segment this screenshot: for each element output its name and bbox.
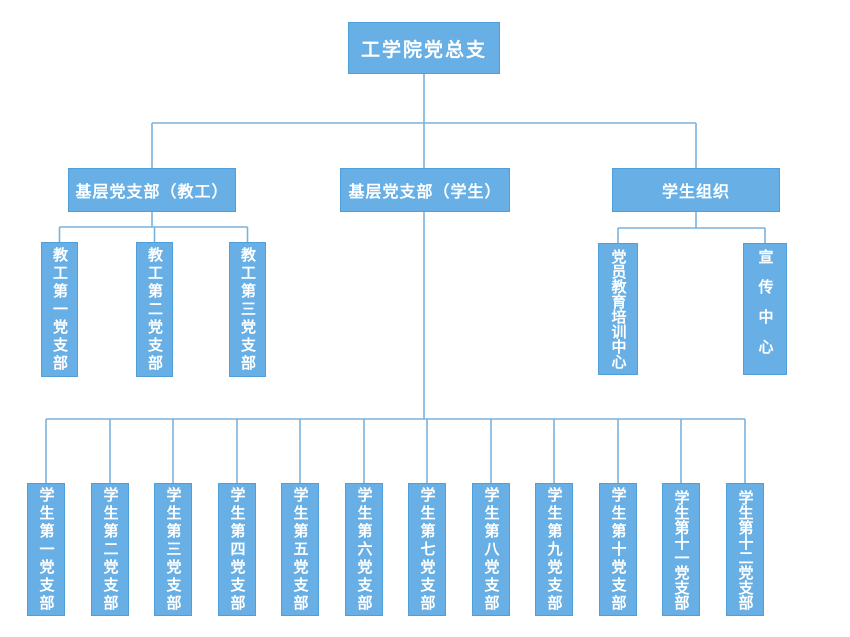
branch-student-org-label: 学生组织 <box>661 184 730 201</box>
student-branch-11-label: 学生第十一党支部 <box>672 489 690 610</box>
leaf-box-student-branch-6: 学生第六党支部 <box>345 483 383 616</box>
student-branch-12-label: 学生第十二党支部 <box>736 489 754 610</box>
branch-box-teachers: 基层党支部（教工） <box>68 168 236 212</box>
student-branch-6-label: 学生第六党支部 <box>355 486 373 613</box>
connector-teachers-branch <box>58 212 249 242</box>
teacher-branch-2-label: 教工第二党支部 <box>146 246 163 373</box>
leaf-box-student-branch-12: 学生第十二党支部 <box>726 483 764 616</box>
leaf-box-student-branch-3: 学生第三党支部 <box>154 483 192 616</box>
leaf-box-student-branch-2: 学生第二党支部 <box>91 483 129 616</box>
branch-box-student-org: 学生组织 <box>612 168 780 212</box>
leaf-box-publicity-center: 宣传中心 <box>743 243 787 375</box>
connector-root-to-branches <box>151 74 697 168</box>
leaf-box-student-branch-5: 学生第五党支部 <box>281 483 319 616</box>
education-training-center-label: 党员教育培训中心 <box>609 249 627 369</box>
root-label: 工学院党总支 <box>360 39 487 61</box>
connector-org-branch <box>617 212 766 243</box>
branch-students-label: 基层党支部（学生） <box>348 184 502 201</box>
connector-students-stubs <box>45 419 746 483</box>
leaf-box-student-branch-11: 学生第十一党支部 <box>662 483 700 616</box>
leaf-box-education-training-center: 党员教育培训中心 <box>598 243 638 375</box>
student-branch-7-label: 学生第七党支部 <box>418 486 436 613</box>
student-branch-9-label: 学生第九党支部 <box>545 486 563 613</box>
student-branch-4-label: 学生第四党支部 <box>228 486 246 613</box>
leaf-box-student-branch-8: 学生第八党支部 <box>472 483 510 616</box>
branch-box-students: 基层党支部（学生） <box>340 168 510 212</box>
leaf-box-teacher-branch-3: 教工第三党支部 <box>229 242 266 377</box>
branch-teachers-label: 基层党支部（教工） <box>75 184 229 201</box>
student-branch-8-label: 学生第八党支部 <box>482 486 500 613</box>
student-branch-10-label: 学生第十党支部 <box>609 486 627 613</box>
student-branch-1-label: 学生第一党支部 <box>37 486 55 613</box>
leaf-box-student-branch-10: 学生第十党支部 <box>599 483 637 616</box>
leaf-box-student-branch-9: 学生第九党支部 <box>535 483 573 616</box>
publicity-center-label: 宣传中心 <box>756 249 774 369</box>
teacher-branch-3-label: 教工第三党支部 <box>239 246 256 373</box>
leaf-box-student-branch-1: 学生第一党支部 <box>27 483 65 616</box>
student-branch-2-label: 学生第二党支部 <box>101 486 119 613</box>
leaf-box-teacher-branch-1: 教工第一党支部 <box>41 242 78 377</box>
teacher-branch-1-label: 教工第一党支部 <box>51 246 68 373</box>
root-box: 工学院党总支 <box>348 22 500 74</box>
leaf-box-teacher-branch-2: 教工第二党支部 <box>136 242 173 377</box>
student-branch-3-label: 学生第三党支部 <box>164 486 182 613</box>
student-branch-5-label: 学生第五党支部 <box>291 486 309 613</box>
leaf-box-student-branch-7: 学生第七党支部 <box>408 483 446 616</box>
leaf-box-student-branch-4: 学生第四党支部 <box>218 483 256 616</box>
